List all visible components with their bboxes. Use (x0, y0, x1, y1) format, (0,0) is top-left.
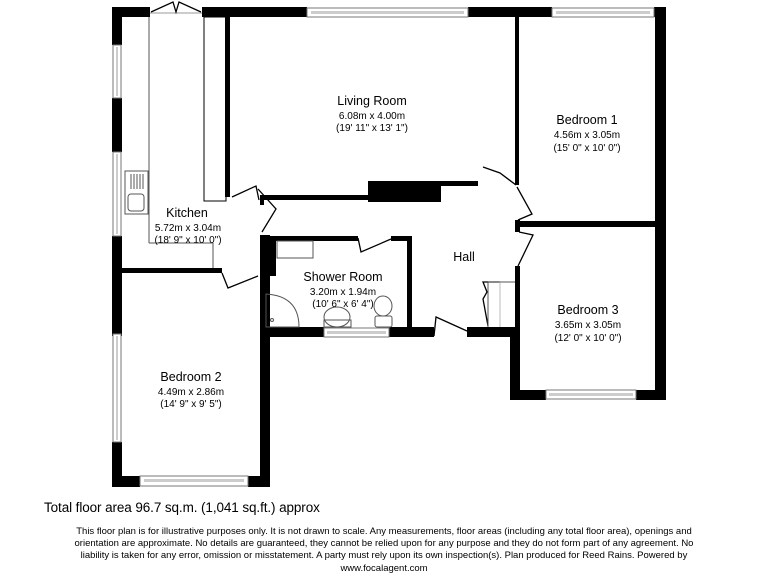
wall-bed2-bottom-left (112, 476, 140, 487)
wall-shower-top (262, 236, 358, 241)
wall-top-living-right (468, 7, 552, 17)
disclaimer-line: This floor plan is for illustrative purp… (76, 526, 692, 537)
disclaimer: This floor plan is for illustrative purp… (30, 526, 738, 575)
dim-living-room-imperial: (19' 11" x 13' 1") (336, 123, 408, 134)
shower-tray-icon (265, 293, 300, 328)
wall-living-bottom (260, 195, 370, 200)
wall-bed1-left (515, 17, 519, 185)
label-bedroom-3: Bedroom 3 (557, 303, 618, 317)
wall-bed3-bottom-left (510, 390, 546, 400)
dim-living-room-metric: 6.08m x 4.00m (339, 111, 405, 122)
dim-bedroom-2-imperial: (14' 9" x 9' 5") (160, 399, 222, 410)
disclaimer-url: www.focalagent.com (340, 562, 428, 574)
wall-left-kitchen-low (112, 236, 122, 336)
dim-bedroom-3-metric: 3.65m x 3.05m (555, 320, 621, 331)
label-bedroom-1: Bedroom 1 (556, 113, 617, 127)
door-living-hall (482, 166, 517, 186)
wall-kitchen-bed2 (122, 268, 222, 273)
dim-bedroom-1-imperial: (15' 0" x 10' 0") (553, 143, 620, 154)
door-bed1 (516, 186, 533, 221)
wall-left-bed2-low (112, 442, 122, 487)
wall-bed1-stub (515, 220, 520, 232)
doors (150, 1, 534, 337)
wall-left-kitchen-mid (112, 98, 122, 152)
walls (112, 7, 666, 487)
door-shower (357, 237, 392, 253)
door-kitchen-french (150, 1, 202, 15)
dim-bedroom-2-metric: 4.49m x 2.86m (158, 387, 224, 398)
wall-left-kitchen (112, 7, 122, 45)
wall-bed2-right (260, 235, 270, 487)
label-bedroom-2: Bedroom 2 (160, 370, 221, 384)
label-living-room: Living Room (337, 94, 406, 108)
wall-kitchen-hall (260, 198, 264, 205)
disclaimer-line: orientation are approximate. No details … (74, 538, 694, 550)
label-shower-room: Shower Room (303, 270, 382, 284)
dim-kitchen-metric: 5.72m x 3.04m (155, 223, 221, 234)
door-front (433, 316, 468, 337)
sink-bowl (127, 193, 145, 212)
wall-shower-bottom-left (262, 327, 324, 337)
wall-top-kitchen-left (112, 7, 150, 17)
wall-bed2-bottom-right (248, 476, 270, 487)
label-kitchen: Kitchen (166, 206, 208, 220)
door-bed2 (221, 272, 259, 289)
wall-bed3-step (510, 330, 520, 400)
wall-living-bottom-right (440, 181, 478, 186)
dim-shower-room-metric: 3.20m x 1.94m (310, 287, 376, 298)
dim-kitchen-imperial: (18' 9" x 10' 0") (154, 235, 221, 246)
dim-bedroom-1-metric: 4.56m x 3.05m (554, 130, 620, 141)
wall-bed1-bed3 (515, 221, 656, 227)
tall-unit (203, 16, 227, 202)
shower-fixtures (265, 240, 515, 328)
wall-living-left (225, 17, 230, 197)
room-labels: Living Room 6.08m x 4.00m (19' 11" x 13'… (154, 94, 621, 410)
wall-bed3-bottom-right (636, 390, 666, 400)
dim-bedroom-3-imperial: (12' 0" x 10' 0") (554, 333, 621, 344)
door-kitchen-hall (257, 188, 277, 233)
windows (112, 7, 655, 487)
wall-top-kitchen-right (202, 7, 307, 17)
dim-shower-room-imperial: (10' 6" x 6' 4") (312, 299, 374, 310)
wall-hall-bottom (467, 327, 519, 337)
sink-icon (124, 170, 149, 215)
shower-room-cupboard (276, 240, 314, 259)
door-cupboard (482, 281, 500, 327)
wall-shower-left-block (262, 236, 276, 276)
toilet-icon (373, 295, 393, 317)
basin-icon (323, 306, 351, 328)
floor-plan: Living Room 6.08m x 4.00m (19' 11" x 13'… (112, 1, 666, 487)
label-hall: Hall (453, 250, 475, 264)
wall-shower-top-right (391, 236, 411, 241)
door-bed3 (517, 231, 534, 267)
wall-shower-right (407, 236, 412, 332)
kitchen-fixtures (124, 16, 227, 268)
disclaimer-line: liability is taken for any error, omissi… (80, 550, 688, 562)
chimney-breast (368, 181, 441, 202)
door-living (231, 185, 260, 201)
wall-right-bed1 (655, 7, 666, 397)
total-floor-area: Total floor area 96.7 sq.m. (1,041 sq.ft… (44, 500, 320, 515)
